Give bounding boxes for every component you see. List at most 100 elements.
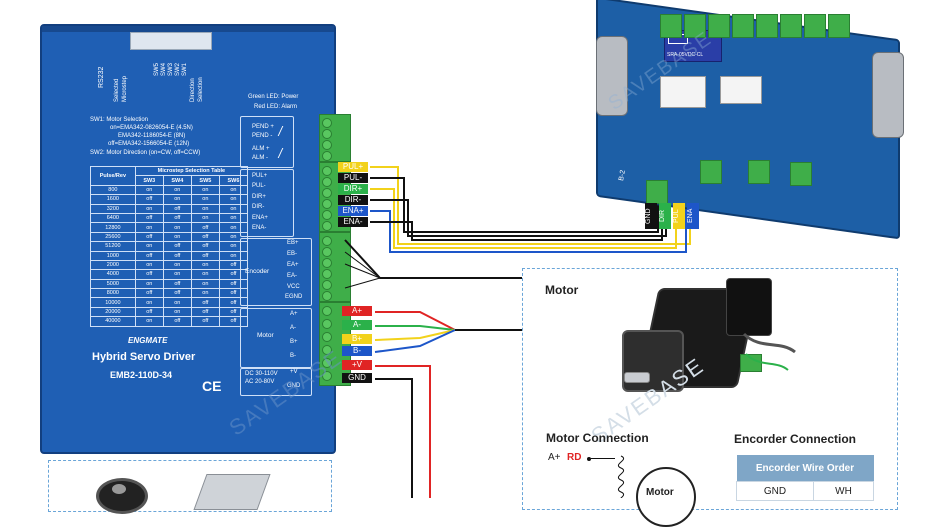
board-terminal-block: [646, 180, 668, 204]
motor-symbol-label: Motor: [646, 487, 674, 498]
pin-vcc: VCC: [287, 284, 300, 290]
pin-eb-minus: EB-: [287, 251, 298, 257]
terminal-screw-icon: [322, 151, 332, 161]
board-terminal-block: [748, 160, 770, 184]
terminal-screw-icon: [322, 319, 332, 329]
knob-center-icon: [112, 484, 126, 494]
encoder-label: Encoder: [245, 268, 270, 275]
board-terminal-block: [700, 160, 722, 184]
product-label: Hybrid Servo Driver: [92, 351, 196, 363]
pin-gnd: GND: [287, 383, 301, 389]
pin-alm-plus: ALM +: [252, 146, 270, 152]
motor-wire-label-a-plus: A+: [342, 306, 372, 316]
wire-power-plus: [375, 365, 431, 498]
board-terminal-block: [684, 14, 706, 38]
switch-cell: off: [162, 316, 192, 327]
board-terminal-block: [756, 14, 778, 38]
wire-label-ena-plus: ENA+: [338, 206, 368, 216]
terminal-screw-icon: [322, 306, 332, 316]
table-row: GND WH: [736, 481, 875, 501]
switch-cell: off: [218, 316, 249, 327]
board-terminal-block: [780, 14, 802, 38]
board-header: [660, 76, 706, 108]
pin-pend-plus: PEND +: [252, 124, 274, 130]
wire-motor-a-minus: [375, 325, 456, 331]
wire-motor-b-minus: [374, 329, 456, 353]
pin-alm-minus: ALM -: [252, 155, 269, 161]
pin-a-plus: A+: [290, 311, 298, 317]
board-pin-ena: ENA: [687, 203, 699, 229]
pin-pend-minus: PEND -: [252, 133, 273, 139]
pin-pul-minus: PUL-: [252, 183, 266, 189]
terminal-screw-icon: [322, 199, 332, 209]
encoder-panel: [240, 238, 312, 306]
pin-egnd: EGND: [285, 294, 303, 300]
encoder-wire-table: Encorder Wire Order GND WH: [736, 455, 875, 501]
sw1-line-2: EMA342-1186054-E (8N): [118, 133, 186, 139]
power-panel: [240, 368, 312, 396]
coil-icon: [617, 455, 625, 498]
wire-ena-plus: [370, 200, 687, 253]
signal-panel: [240, 169, 294, 237]
terminal-screw-icon: [322, 345, 332, 355]
terminal-screw-icon: [322, 118, 332, 128]
wire-power-gnd: [375, 378, 413, 498]
wire-label-dir-minus: DIR-: [338, 195, 368, 205]
wire-label-ena-minus: ENA-: [338, 217, 368, 227]
microstep-table: Pulse/Rev Microstep Selection Table SW3 …: [90, 165, 249, 327]
terminal-screw-icon: [322, 247, 332, 257]
alarm-panel: [240, 116, 294, 168]
connection-line: [591, 458, 615, 459]
motor-encoder-cap: [726, 278, 772, 336]
terminal-screw-icon: [322, 371, 332, 381]
encoder-connection-title: Encorder Connection: [734, 432, 857, 446]
terminal-screw-icon: [322, 140, 332, 150]
pin-plus-v: +V: [290, 369, 298, 375]
motor-wire-label-b-plus: B+: [342, 334, 372, 344]
board-pin-dir: DIR: [659, 203, 671, 229]
pin-pul-plus: PUL+: [252, 173, 268, 179]
accessory-box: [48, 460, 332, 512]
pin-ea-plus: EA+: [287, 262, 299, 268]
pin-ea-minus: EA-: [287, 273, 298, 279]
terminal-screw-icon: [322, 177, 332, 187]
wire-pul-plus: [370, 166, 691, 245]
wire-pul-minus: [370, 177, 659, 233]
switch-cell: on: [134, 316, 164, 327]
pin-ena-minus: ENA-: [252, 225, 267, 231]
motor-wire-label-a-minus: A-: [342, 320, 372, 330]
board-pin-gnd: GND: [645, 203, 657, 229]
motor-shaft: [624, 372, 650, 383]
pin-dir-plus: DIR+: [252, 194, 266, 200]
wire-encoder-fan: [344, 251, 381, 279]
wire-label-pul-minus: PUL-: [338, 173, 368, 183]
wire-encoder-fan: [344, 263, 381, 279]
wire-motor-a-plus: [375, 311, 456, 331]
encoder-table-header: Encorder Wire Order: [736, 455, 874, 482]
power-supply: [193, 474, 271, 510]
power-desc-ac: AC 20-80V: [245, 379, 275, 385]
board-terminal-block: [828, 14, 850, 38]
board-header: [720, 76, 762, 104]
terminal-screw-icon: [322, 166, 332, 176]
pin-a-minus: A-: [290, 325, 296, 331]
pin-b-minus: B-: [290, 353, 296, 359]
wiring-diagram: RS232 SW5 SW4 SW3 SW2 SW1 Selected Micro…: [40, 0, 904, 527]
terminal-screw-icon: [322, 291, 332, 301]
connection-dot-icon: [587, 457, 591, 461]
dip-switch-block: [130, 32, 212, 50]
terminal-screw-icon: [322, 269, 332, 279]
wire-label-pul-plus: PUL+: [338, 162, 368, 172]
wire-encoder-fan: [344, 277, 381, 289]
board-terminal-block: [660, 14, 682, 38]
pin-dir-minus: DIR-: [252, 204, 265, 210]
driver-top-rail: [42, 26, 334, 32]
terminal-screw-icon: [322, 221, 332, 231]
pin-b-plus: B+: [290, 339, 298, 345]
terminal-screw-icon: [322, 210, 332, 220]
wire-motor-b-plus: [374, 329, 456, 341]
board-terminal-block: [732, 14, 754, 38]
motor-connection-color: RD: [567, 452, 582, 463]
